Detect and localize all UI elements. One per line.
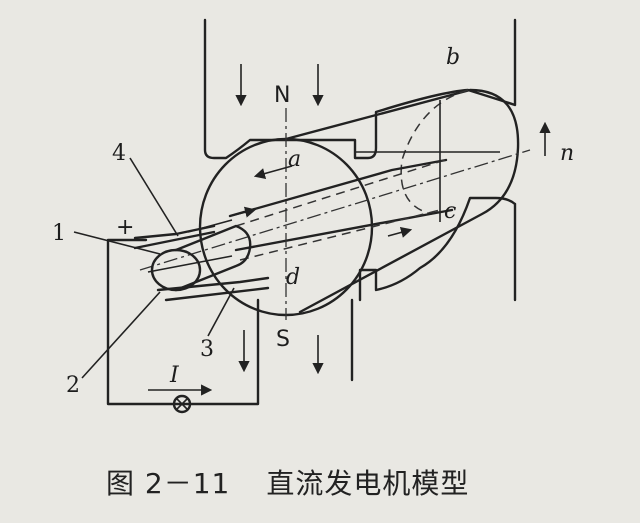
label-a: a [288, 147, 301, 172]
coil-arrow-a [253, 165, 293, 179]
label-N: N [274, 83, 290, 108]
label-2: 2 [66, 373, 80, 398]
south-pole [350, 196, 517, 382]
label-4: 4 [112, 141, 126, 166]
external-circuit [106, 238, 260, 406]
figure-caption: 图 2－11 直流发电机模型 [0, 462, 640, 502]
label-3: 3 [200, 337, 214, 362]
label-d: d [286, 265, 300, 290]
brush-bottom [156, 276, 270, 302]
label-1: 1 [52, 221, 66, 246]
label-n: n [560, 141, 574, 166]
north-pole [203, 18, 517, 160]
label-plus: + [116, 215, 134, 240]
commutator-body [174, 224, 252, 292]
armature-body [284, 88, 520, 314]
leader-4 [129, 157, 179, 237]
coil-loop [228, 158, 454, 252]
leader-2 [81, 291, 161, 379]
leader-1 [73, 231, 161, 255]
label-c: c [444, 199, 456, 224]
caption-number: 图 2－11 [106, 467, 231, 500]
lamp-cross-2 [175, 397, 189, 411]
coil-arrow-bottom [387, 226, 413, 238]
coil-loop-hidden [235, 159, 446, 261]
label-current: I [169, 363, 180, 388]
commutator-gap [147, 255, 233, 273]
label-S: S [276, 327, 290, 352]
shaft-centerline [139, 149, 531, 271]
lamp-symbol [172, 394, 192, 414]
label-b: b [446, 45, 460, 70]
caption-title: 直流发电机模型 [266, 467, 470, 500]
coil-arrow-top [229, 206, 257, 218]
leader-3 [207, 287, 235, 337]
